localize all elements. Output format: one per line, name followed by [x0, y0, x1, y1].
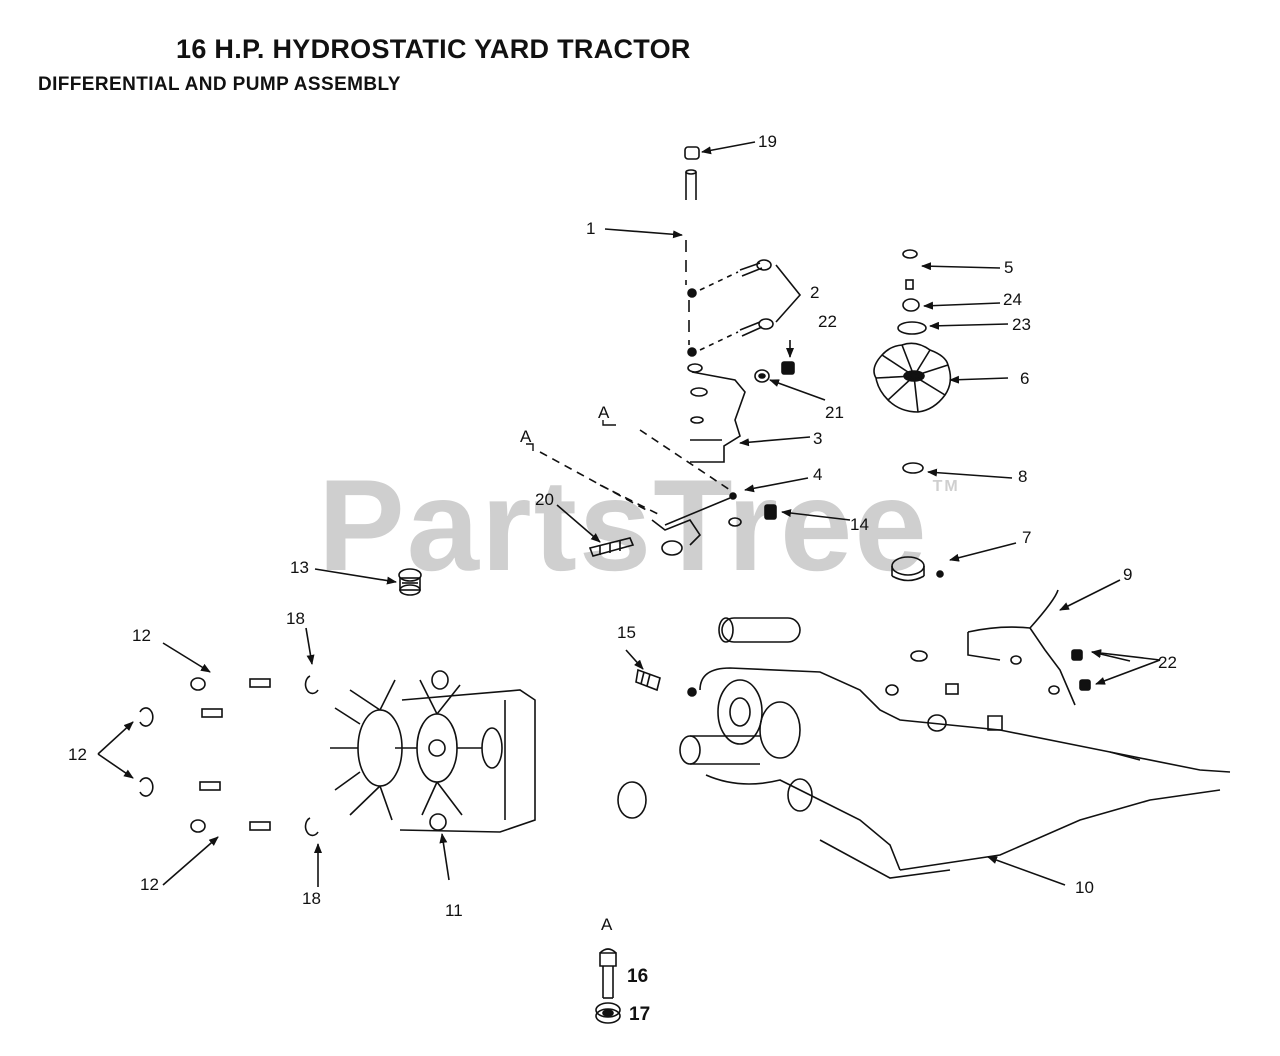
callout-9: 9 [1123, 565, 1132, 584]
part-pump-housing-11 [330, 670, 536, 833]
part-shaft-19 [684, 146, 700, 200]
callout-17: 17 [629, 1004, 650, 1025]
callout-3: 3 [813, 429, 822, 448]
leader-lines [97, 141, 1161, 887]
callout-5: 5 [1004, 258, 1013, 277]
callout-1: 1 [586, 219, 595, 238]
part-transaxle-housing-10 [617, 617, 1231, 879]
callout-22-top: 22 [818, 312, 837, 331]
part-linkage-4-14-20 [539, 429, 777, 557]
callout-19: 19 [758, 132, 777, 151]
callout-12-left: 12 [68, 745, 87, 764]
part-washer-8-gear-7 [891, 462, 944, 582]
callout-12-top: 12 [132, 626, 151, 645]
part-bolts-2 [699, 259, 774, 351]
part-plug-13 [398, 568, 422, 596]
section-markers-A [526, 420, 616, 451]
callout-18-top: 18 [286, 609, 305, 628]
part-fittings-12-18 [139, 675, 319, 837]
watermark-text: PartsTree [318, 452, 929, 598]
callout-15: 15 [617, 623, 636, 642]
callout-11: 11 [445, 901, 463, 920]
part-washer-21-nut-22 [754, 361, 795, 383]
callout-A-upper: A [598, 403, 610, 422]
callout-10: 10 [1075, 878, 1094, 897]
callout-18-bottom: 18 [302, 889, 321, 908]
part-plate-9 [967, 589, 1091, 706]
callout-12-bottom: 12 [140, 875, 159, 894]
callout-2: 2 [810, 283, 819, 302]
callout-6: 6 [1020, 369, 1029, 388]
callout-22-right: 22 [1158, 653, 1177, 672]
callout-8: 8 [1018, 467, 1027, 486]
diagram-subtitle: DIFFERENTIAL AND PUMP ASSEMBLY [38, 74, 401, 95]
callout-21: 21 [825, 403, 844, 422]
part-shaft-1 [685, 240, 697, 357]
part-bracket-3 [687, 363, 746, 463]
leader-lines-bracket-2 [775, 264, 802, 323]
part-fan-stack-5-24-23-6 [873, 249, 952, 413]
callout-13: 13 [290, 558, 309, 577]
callout-4: 4 [813, 465, 822, 484]
part-bolt-16-nut-17 [595, 948, 621, 1024]
callout-A-bottom: A [601, 915, 613, 934]
callout-7: 7 [1022, 528, 1031, 547]
callout-16: 16 [627, 966, 648, 987]
part-fitting-15 [635, 668, 697, 697]
callout-24: 24 [1003, 290, 1022, 309]
callout-A-lower: A [520, 427, 532, 446]
callout-14: 14 [850, 515, 869, 534]
watermark-tm: TM [932, 478, 960, 495]
callout-23: 23 [1012, 315, 1031, 334]
callout-20: 20 [535, 490, 554, 509]
diagram-title: 16 H.P. HYDROSTATIC YARD TRACTOR [176, 34, 691, 64]
